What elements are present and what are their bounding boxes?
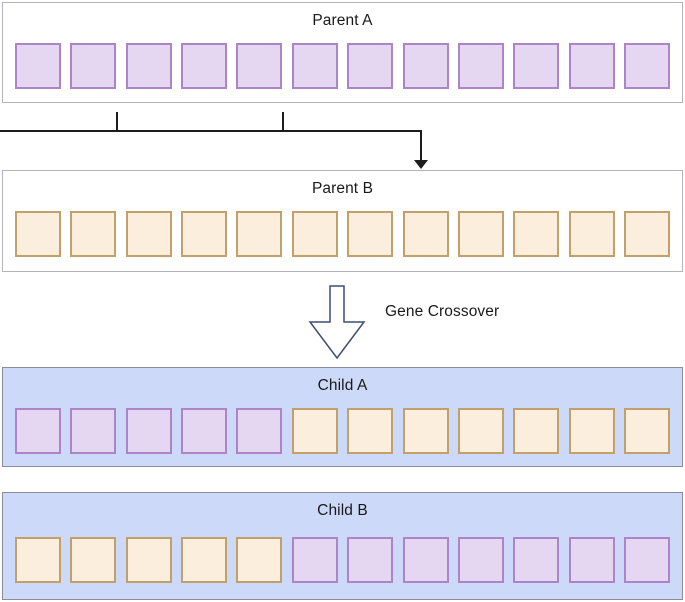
- panel-title-parent-b: Parent B: [311, 180, 374, 197]
- gene-square-purple: [623, 537, 670, 583]
- gene-square-cream: [236, 537, 283, 583]
- gene-square-purple: [236, 408, 283, 454]
- connector-tick-2: [282, 112, 284, 132]
- gene-square-purple: [15, 408, 61, 454]
- gene-square-purple: [513, 537, 560, 583]
- gene-square-cream: [70, 211, 117, 257]
- gene-square-cream: [70, 537, 117, 583]
- gene-row-parent-a: [3, 43, 682, 89]
- gene-square-purple: [568, 43, 615, 89]
- gene-square-purple: [347, 537, 394, 583]
- connector-horizontal-line: [0, 130, 422, 132]
- gene-square-cream: [125, 537, 172, 583]
- gene-square-cream: [457, 211, 504, 257]
- gene-square-cream: [347, 408, 394, 454]
- gene-square-cream: [181, 211, 228, 257]
- gene-square-cream: [291, 211, 338, 257]
- connector-tick-1: [116, 112, 118, 132]
- panel-title-child-b: Child B: [317, 502, 368, 519]
- gene-square-cream: [568, 408, 615, 454]
- gene-square-cream: [236, 211, 283, 257]
- gene-square-purple: [125, 408, 172, 454]
- panel-title-parent-a: Parent A: [312, 12, 373, 29]
- gene-square-purple: [70, 43, 117, 89]
- panel-title-child-a: Child A: [317, 377, 368, 394]
- gene-square-purple: [623, 43, 670, 89]
- gene-crossover-arrow-icon: [308, 285, 366, 360]
- gene-row-child-b: [3, 537, 682, 583]
- gene-square-cream: [623, 408, 670, 454]
- gene-square-purple: [347, 43, 394, 89]
- gene-square-purple: [402, 43, 449, 89]
- gene-square-cream: [568, 211, 615, 257]
- panel-child-b: Child B: [2, 492, 683, 600]
- gene-square-cream: [15, 537, 61, 583]
- gene-square-purple: [125, 43, 172, 89]
- gene-square-purple: [181, 408, 228, 454]
- gene-square-purple: [457, 43, 504, 89]
- gene-square-purple: [291, 43, 338, 89]
- gene-square-purple: [236, 43, 283, 89]
- gene-square-cream: [513, 408, 560, 454]
- panel-parent-b: Parent B: [2, 170, 683, 272]
- gene-square-purple: [457, 537, 504, 583]
- gene-row-child-a: [3, 408, 682, 454]
- gene-square-cream: [181, 537, 228, 583]
- gene-square-purple: [291, 537, 338, 583]
- gene-square-cream: [623, 211, 670, 257]
- gene-square-cream: [457, 408, 504, 454]
- gene-crossover-label: Gene Crossover: [385, 303, 500, 320]
- gene-square-cream: [513, 211, 560, 257]
- connector-vertical-line: [420, 130, 422, 161]
- panel-parent-a: Parent A: [2, 2, 683, 103]
- gene-square-cream: [402, 211, 449, 257]
- gene-square-cream: [15, 211, 61, 257]
- gene-square-purple: [402, 537, 449, 583]
- gene-square-purple: [70, 408, 117, 454]
- gene-row-parent-b: [3, 211, 682, 257]
- gene-square-cream: [125, 211, 172, 257]
- panel-child-a: Child A: [2, 367, 683, 467]
- gene-square-purple: [15, 43, 61, 89]
- gene-square-cream: [291, 408, 338, 454]
- connector-arrowhead-icon: [414, 160, 428, 169]
- gene-square-cream: [347, 211, 394, 257]
- gene-square-purple: [568, 537, 615, 583]
- gene-square-purple: [181, 43, 228, 89]
- gene-square-cream: [402, 408, 449, 454]
- gene-square-purple: [513, 43, 560, 89]
